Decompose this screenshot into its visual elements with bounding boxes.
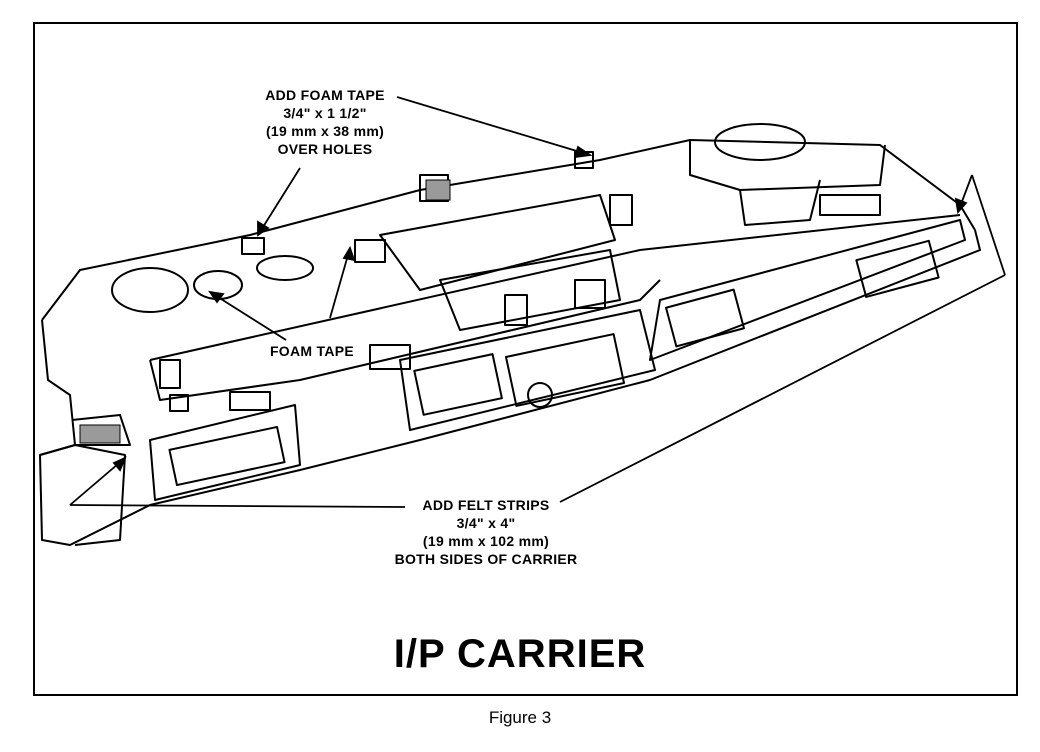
right-vent-housing	[649, 219, 966, 361]
felt-strips-line-4: BOTH SIDES OF CARRIER	[394, 551, 578, 567]
foam-tape-top-line-2: 3/4" x 1 1/2"	[283, 105, 367, 121]
foam-tape-mid-callout: FOAM TAPE	[252, 342, 372, 360]
felt-strip-patch	[79, 424, 121, 444]
carrier-front-edge	[39, 229, 981, 546]
foam-tape-top-line-3: (19 mm x 38 mm)	[265, 123, 385, 139]
leader-felt-right-up	[971, 174, 1006, 276]
right-vent-2	[855, 239, 940, 298]
figure-frame	[33, 22, 1018, 696]
felt-strips-line-1: ADD FELT STRIPS	[422, 497, 550, 513]
upper-right-box	[689, 140, 886, 191]
figure-caption: Figure 3	[488, 708, 552, 727]
leader-foam-tape-mid-1	[209, 291, 287, 341]
leader-foam-tape-right	[396, 96, 591, 156]
center-cluster-frame	[399, 309, 656, 431]
felt-strips-line-3: (19 mm x 102 mm)	[422, 533, 550, 549]
right-speaker-opening	[714, 123, 806, 161]
felt-strips-callout: ADD FELT STRIPS 3/4" x 4" (19 mm x 102 m…	[376, 496, 596, 568]
felt-strips-line-2: 3/4" x 4"	[456, 515, 516, 531]
carrier-mid-ridge	[149, 214, 961, 361]
figure-title: I/P CARRIER	[393, 632, 647, 676]
foam-tape-mid-label: FOAM TAPE	[269, 343, 355, 359]
leader-foam-tape-left	[257, 167, 301, 236]
left-speaker-opening	[111, 267, 189, 313]
foam-tape-top-line-4: OVER HOLES	[277, 141, 373, 157]
left-end-panel	[39, 444, 126, 546]
carrier-top-edge	[41, 139, 976, 321]
foam-tape-patch-1	[425, 179, 451, 201]
left-duct-bracket	[149, 404, 301, 501]
leader-felt-right	[559, 274, 1006, 503]
foam-tape-top-line-1: ADD FOAM TAPE	[265, 87, 385, 103]
foam-tape-top-callout: ADD FOAM TAPE 3/4" x 1 1/2" (19 mm x 38 …	[235, 86, 415, 158]
leader-felt-left	[69, 504, 406, 508]
right-vent-1	[665, 288, 745, 348]
leader-foam-tape-mid-2	[329, 247, 351, 319]
